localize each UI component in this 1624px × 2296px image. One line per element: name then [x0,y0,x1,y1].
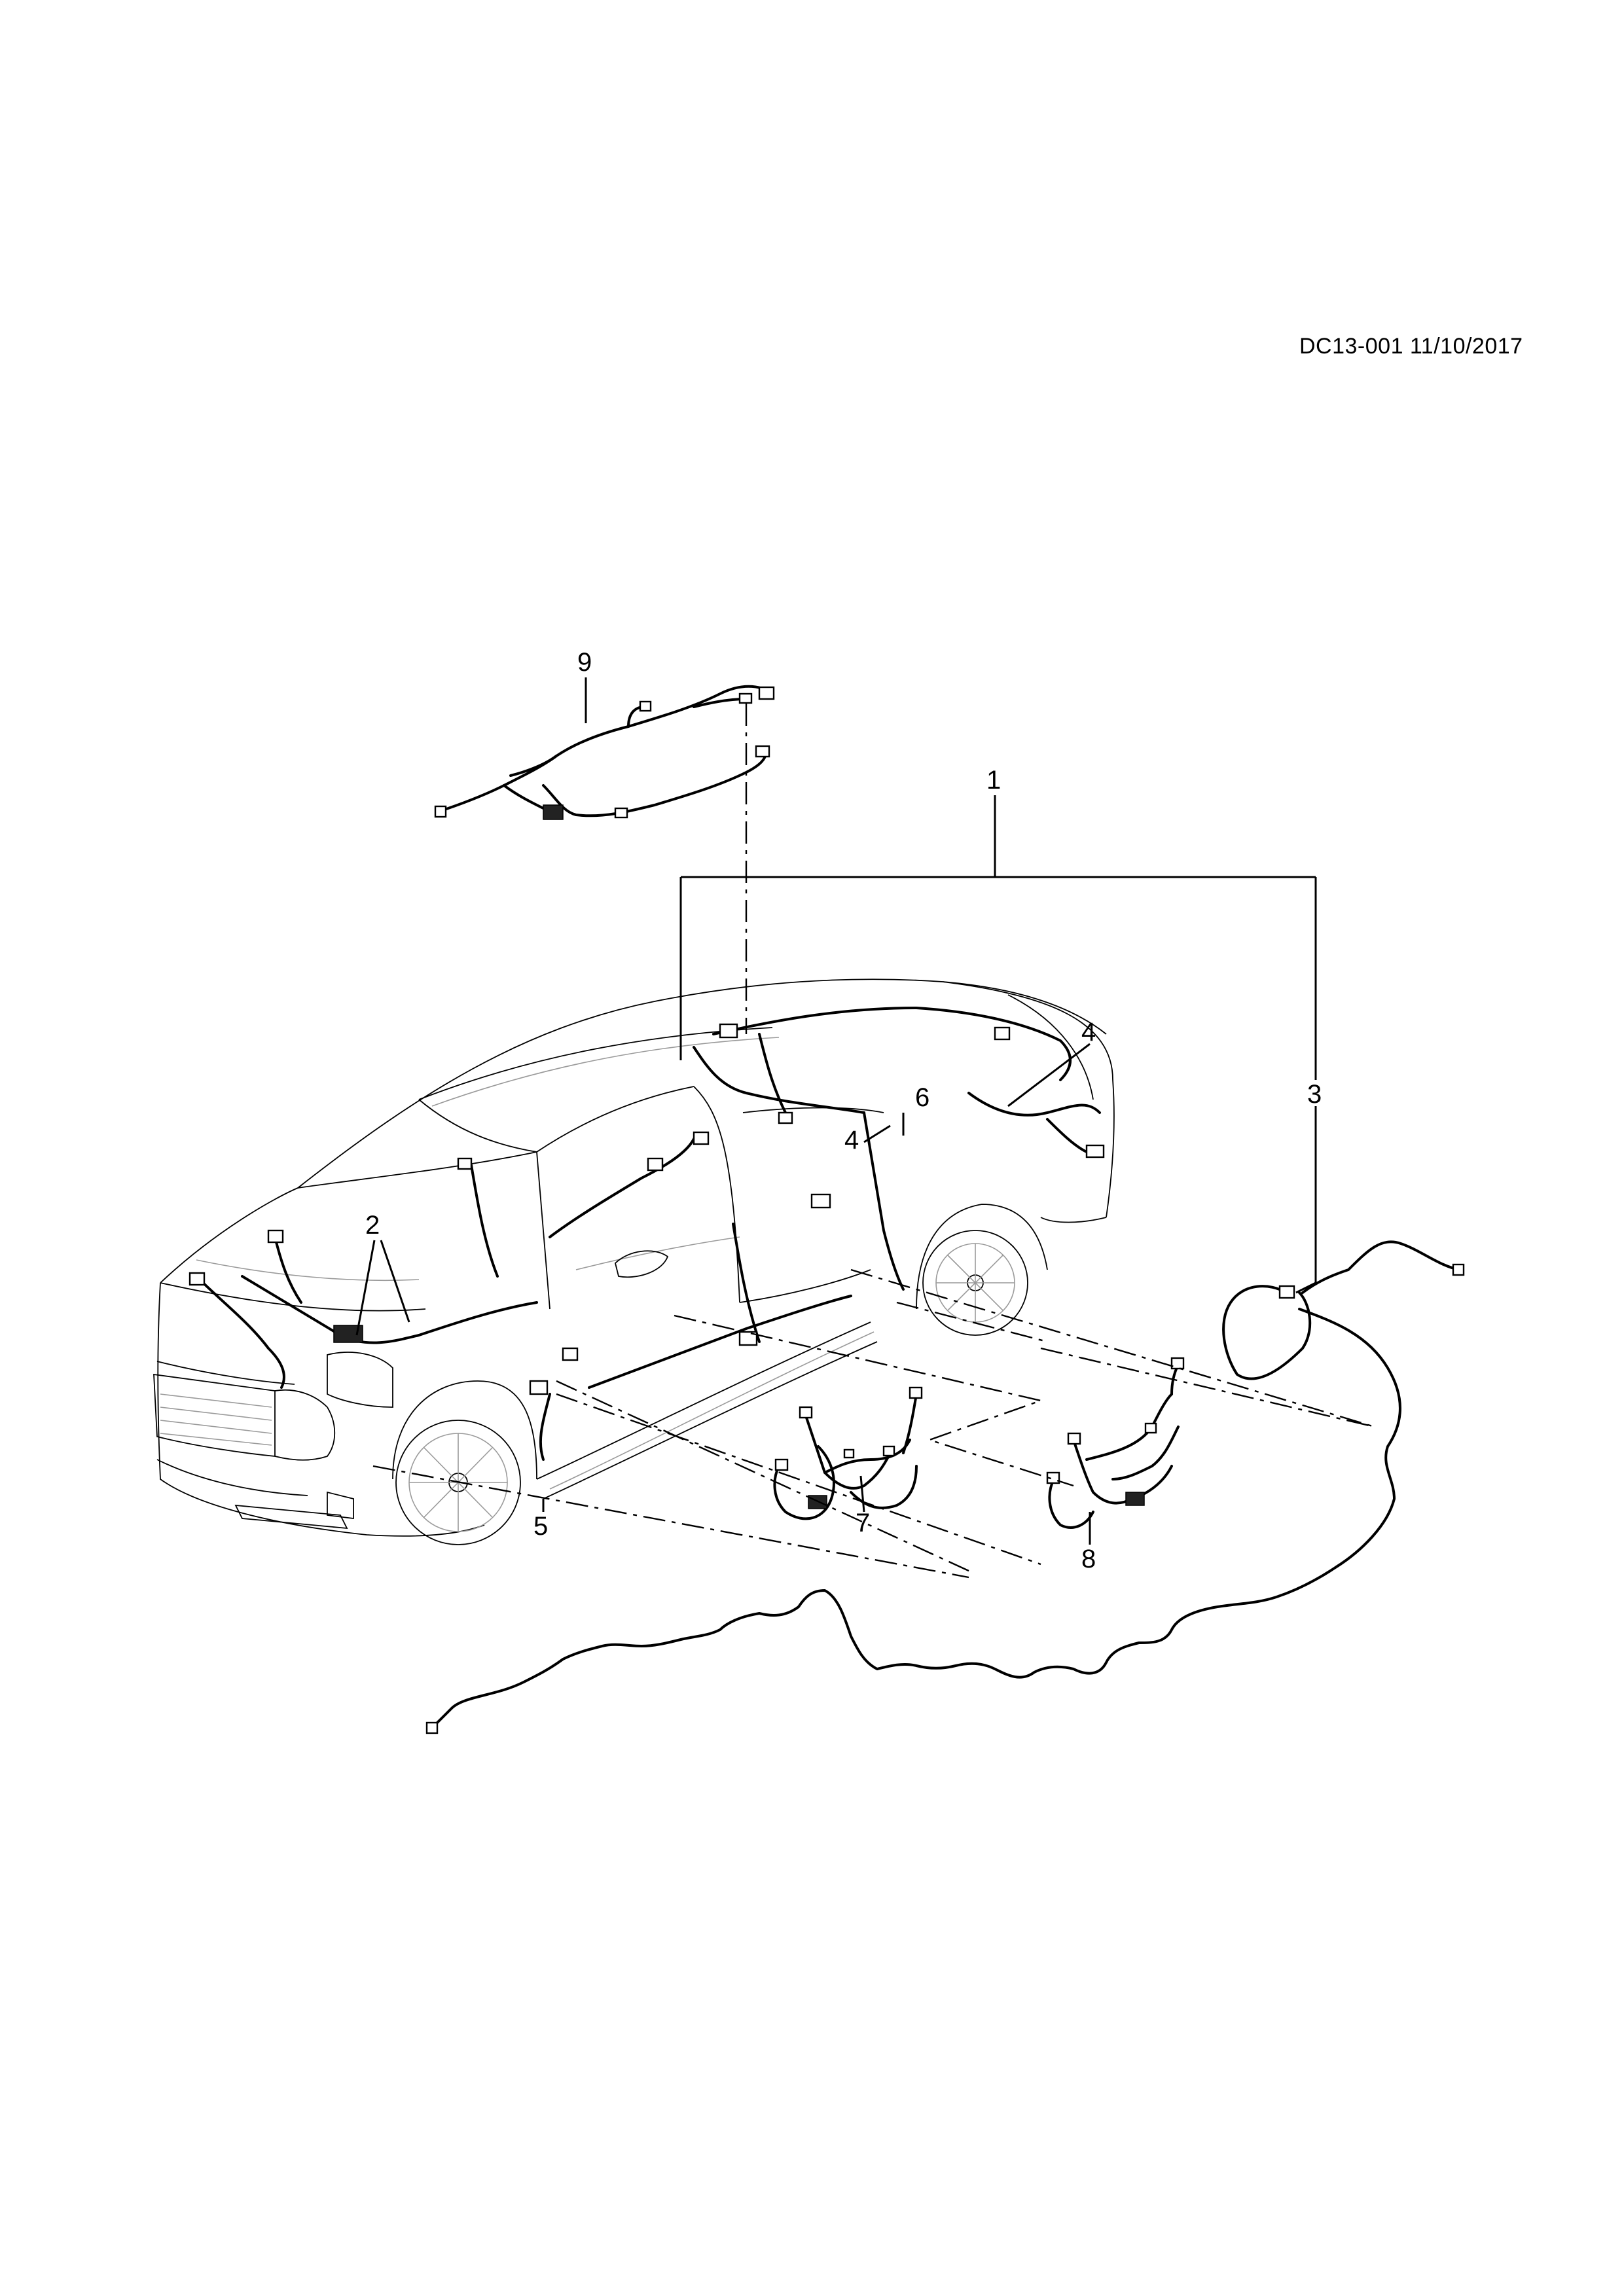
callout-4-lower: 4 [844,1126,859,1155]
harness-3-floor [425,1240,1465,1734]
document-code: DC13-001 11/10/2017 [1299,334,1523,359]
projection-lines [372,704,1375,1579]
leader-lines [355,677,1317,1545]
installed-harness-wires [189,1007,1105,1461]
callout-2: 2 [365,1211,380,1240]
callout-6: 6 [915,1083,929,1112]
callout-7: 7 [856,1509,870,1537]
callout-8: 8 [1081,1545,1096,1573]
harness-8-rear-door [1046,1357,1185,1529]
callout-labels: 1 2 3 4 4 5 6 7 8 9 [365,648,1322,1573]
callout-5: 5 [533,1512,548,1541]
callout-1: 1 [986,766,1001,795]
callout-9: 9 [577,648,592,677]
callout-4-upper: 4 [1081,1018,1096,1047]
callout-3: 3 [1307,1080,1322,1109]
harness-9-roof [434,685,775,820]
vehicle-body-outline [153,978,1115,1545]
harness-7-front-door [773,1386,923,1520]
